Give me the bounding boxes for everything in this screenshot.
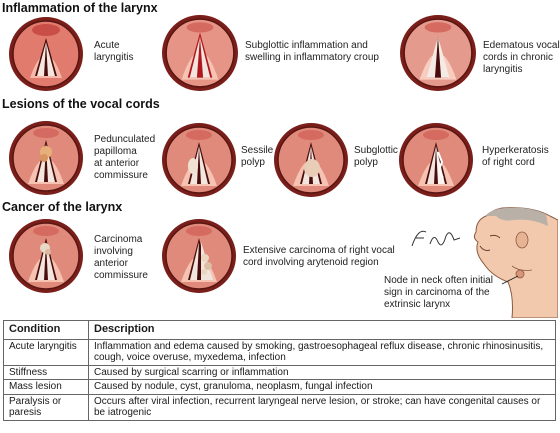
column-header-description: Description — [88, 320, 556, 340]
description-cell: Inflammation and edema caused by smoking… — [88, 338, 556, 366]
condition-cell: Mass lesion — [3, 379, 89, 395]
neck-illustration — [473, 207, 558, 318]
larynx-illustration-subglottic-inflammation — [162, 15, 238, 91]
section-title-cancer: Cancer of the larynx — [2, 200, 123, 214]
caption-extensive-carcinoma: Extensive carcinoma of right vocal cord … — [243, 245, 395, 268]
column-header-condition: Condition — [3, 320, 89, 340]
caption-edematous-cords: Edematous vocal cords in chronic laryngi… — [483, 40, 560, 75]
description-cell: Occurs after viral infection, recurrent … — [88, 393, 556, 421]
section-title-vocal-lesions: Lesions of the vocal cords — [2, 97, 160, 111]
table-row: Paralysis or paresis Occurs after viral … — [3, 393, 556, 421]
caption-pedunculated-papilloma: Pedunculated papilloma at anterior commi… — [94, 134, 156, 181]
table-row: Acute laryngitis Inflammation and edema … — [3, 338, 556, 366]
table-header-row: Condition Description — [3, 320, 556, 340]
larynx-illustration-subglottic-polyp — [274, 123, 348, 197]
caption-carcinoma-anterior: Carcinoma involving anterior commissure — [94, 234, 148, 281]
larynx-illustration-edematous — [400, 15, 476, 91]
caption-subglottic-inflammation: Subglottic inflammation and swelling in … — [245, 40, 379, 63]
larynx-illustration-carcinoma-anterior — [9, 219, 83, 293]
larynx-illustration-pedunculated-papilloma — [9, 121, 83, 195]
caption-hyperkeratosis: Hyperkeratosis of right cord — [482, 145, 549, 168]
description-cell: Caused by nodule, cyst, granuloma, neopl… — [88, 379, 556, 395]
condition-cell: Paralysis or paresis — [3, 393, 89, 421]
conditions-table: Condition Description Acute laryngitis I… — [3, 320, 556, 421]
table-row: Stiffness Caused by surgical scarring or… — [3, 364, 556, 380]
caption-acute-laryngitis: Acute laryngitis — [94, 40, 134, 63]
artist-signature — [411, 230, 461, 247]
description-cell: Caused by surgical scarring or inflammat… — [88, 364, 556, 380]
table-row: Mass lesion Caused by nodule, cyst, gran… — [3, 379, 556, 395]
condition-cell: Acute laryngitis — [3, 338, 89, 366]
section-title-inflammation: Inflammation of the larynx — [2, 1, 158, 15]
caption-subglottic-polyp: Subglottic polyp — [354, 145, 398, 168]
larynx-illustration-extensive-carcinoma — [162, 219, 236, 293]
caption-sessile-polyp: Sessile polyp — [241, 145, 274, 168]
larynx-illustration-acute — [9, 17, 83, 91]
caption-neck-node: Node in neck often initial sign in carci… — [384, 275, 493, 310]
larynx-illustration-hyperkeratosis — [399, 123, 473, 197]
larynx-illustration-sessile-polyp — [162, 123, 236, 197]
condition-cell: Stiffness — [3, 364, 89, 380]
